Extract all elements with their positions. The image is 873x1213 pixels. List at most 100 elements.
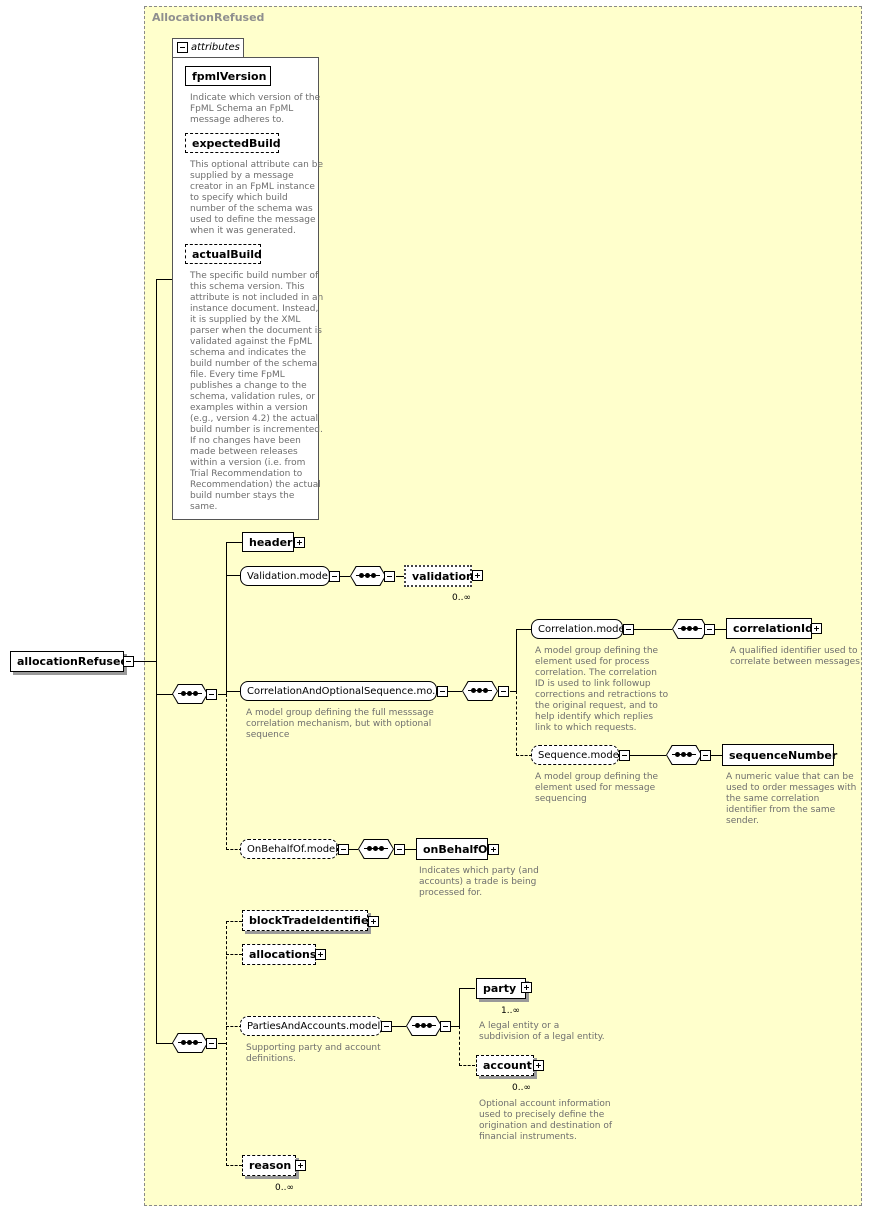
expand-icon[interactable]: [295, 1160, 306, 1171]
connector: [134, 661, 156, 662]
element-allocations[interactable]: allocations: [242, 944, 316, 965]
connector: [396, 576, 404, 577]
connector: [459, 1026, 460, 1066]
sequence-compositor[interactable]: [672, 619, 708, 639]
collapse-icon[interactable]: [437, 686, 448, 697]
element-block-trade-identifier[interactable]: blockTradeIdentifier: [242, 910, 374, 931]
expand-icon[interactable]: [472, 570, 483, 581]
sequence-compositor[interactable]: [406, 1016, 442, 1036]
element-reason[interactable]: reason: [242, 1155, 296, 1176]
group-label: Correlation.model: [538, 623, 628, 635]
element-account[interactable]: account: [476, 1055, 534, 1076]
group-doc: A model group defining the full messsage…: [246, 708, 434, 740]
attribute-expected-build[interactable]: expectedBuild: [185, 133, 281, 153]
connector: [459, 988, 460, 1026]
expand-icon[interactable]: [488, 844, 499, 855]
connector: [156, 1043, 174, 1044]
cardinality: 0..∞: [275, 1183, 294, 1193]
attribute-doc: Indicate which version of the FpML Schem…: [190, 93, 321, 125]
connector: [516, 755, 532, 756]
connector: [226, 1026, 242, 1027]
group-validation-model[interactable]: Validation.model: [240, 566, 331, 586]
group-sequence-model[interactable]: Sequence.model: [531, 745, 622, 765]
collapse-icon[interactable]: [394, 844, 405, 855]
group-label: PartiesAndAccounts.model: [247, 1020, 381, 1032]
element-label: validation: [412, 569, 474, 583]
sequence-compositor[interactable]: [462, 681, 498, 701]
collapse-icon[interactable]: [381, 1021, 392, 1032]
group-label: Sequence.model: [538, 749, 622, 761]
collapse-icon[interactable]: [700, 750, 711, 761]
element-label: reason: [249, 1159, 292, 1172]
group-correlation-model[interactable]: Correlation.model: [531, 619, 627, 639]
cardinality: 0..∞: [512, 1083, 531, 1093]
collapse-icon[interactable]: [206, 689, 217, 700]
expand-icon[interactable]: [294, 537, 305, 548]
element-correlation-id[interactable]: correlationId: [726, 618, 813, 639]
expand-icon[interactable]: [368, 916, 379, 927]
attributes-tab-label: attributes: [191, 42, 240, 53]
collapse-icon[interactable]: [440, 1021, 451, 1032]
collapse-icon[interactable]: [619, 750, 630, 761]
element-label: onBehalfOf: [423, 842, 493, 856]
attribute-name: actualBuild: [192, 247, 262, 261]
sequence-compositor[interactable]: [350, 566, 386, 586]
collapse-icon[interactable]: [338, 844, 349, 855]
connector: [226, 921, 227, 1166]
attribute-actual-build[interactable]: actualBuild: [185, 244, 262, 264]
connector: [218, 1043, 226, 1044]
element-label: account: [483, 1059, 532, 1072]
collapse-icon[interactable]: [498, 686, 509, 697]
collapse-icon[interactable]: [384, 571, 395, 582]
element-label: sequenceNumber: [729, 748, 838, 762]
element-party[interactable]: party: [476, 978, 526, 999]
group-correlation-and-optional-sequence[interactable]: CorrelationAndOptionalSequence.mo...: [240, 681, 442, 701]
attribute-name: fpmlVersion: [192, 69, 267, 83]
connector: [226, 849, 242, 850]
sequence-compositor[interactable]: [172, 1033, 208, 1053]
collapse-attributes-icon[interactable]: [177, 42, 188, 53]
collapse-icon[interactable]: [704, 624, 715, 635]
connector: [459, 988, 475, 989]
collapse-icon[interactable]: [623, 624, 634, 635]
expand-icon[interactable]: [811, 623, 822, 634]
group-label: OnBehalfOf.model: [247, 843, 338, 855]
element-header[interactable]: header: [242, 532, 294, 552]
element-sequence-number[interactable]: sequenceNumber: [722, 744, 838, 766]
sequence-compositor[interactable]: [666, 745, 702, 765]
connector: [510, 691, 517, 692]
element-doc: A qualified identifier used to correlate…: [730, 646, 860, 667]
collapse-icon[interactable]: [123, 656, 134, 667]
connector: [226, 575, 242, 576]
element-doc: A numeric value that can be used to orde…: [726, 772, 857, 826]
attribute-fpml-version[interactable]: fpmlVersion: [185, 66, 271, 86]
attribute-name: expectedBuild: [192, 136, 281, 150]
attribute-doc: The specific build number of this schema…: [190, 271, 324, 512]
group-parties-and-accounts-model[interactable]: PartiesAndAccounts.model: [240, 1016, 382, 1036]
connector: [392, 1026, 406, 1027]
sequence-compositor[interactable]: [172, 684, 208, 704]
connector: [714, 629, 726, 630]
connector: [218, 694, 226, 695]
collapse-icon[interactable]: [206, 1038, 217, 1049]
expand-icon[interactable]: [521, 982, 532, 993]
expand-icon[interactable]: [315, 949, 326, 960]
connector: [156, 694, 174, 695]
sequence-compositor[interactable]: [358, 839, 394, 859]
element-label: correlationId: [733, 622, 813, 635]
group-label: Validation.model: [247, 570, 331, 582]
element-validation[interactable]: validation: [404, 565, 474, 587]
group-doc: A model group defining the element used …: [535, 646, 669, 733]
group-on-behalf-of-model[interactable]: OnBehalfOf.model: [240, 839, 338, 859]
expand-icon[interactable]: [533, 1060, 544, 1071]
connector: [226, 921, 242, 922]
connector: [226, 954, 242, 955]
connector: [226, 694, 227, 850]
connector: [226, 542, 242, 543]
root-element-allocation-refused[interactable]: allocationRefused: [10, 651, 128, 672]
collapse-icon[interactable]: [329, 571, 340, 582]
element-on-behalf-of[interactable]: onBehalfOf: [416, 838, 492, 860]
cardinality: 0..∞: [452, 593, 471, 603]
attributes-tab[interactable]: [172, 38, 244, 58]
connector: [516, 629, 532, 630]
